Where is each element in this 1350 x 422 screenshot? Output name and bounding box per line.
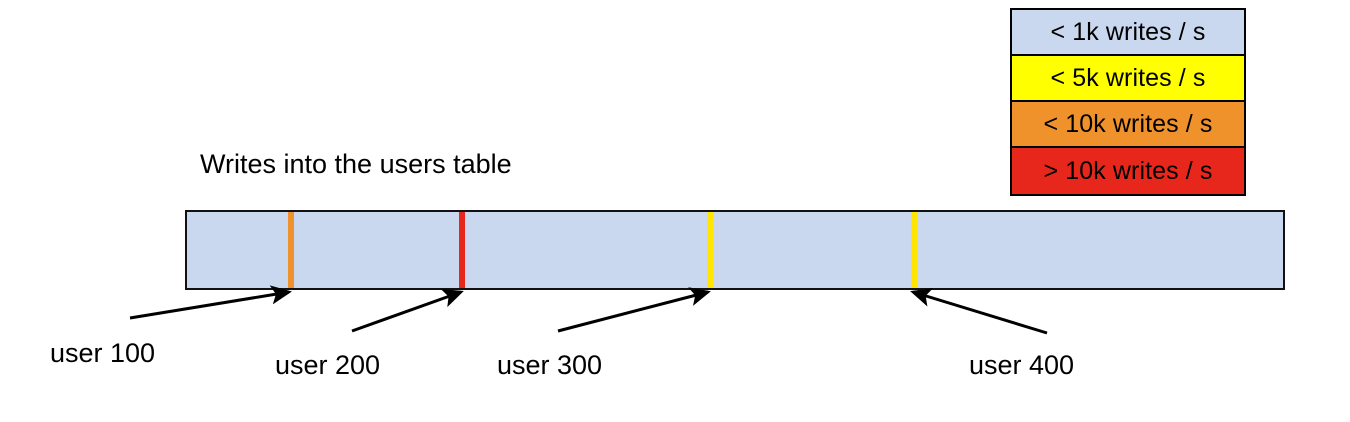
keyspace-bar xyxy=(185,210,1285,290)
legend-row-gt-10k: > 10k writes / s xyxy=(1012,148,1244,194)
user-100-stripe xyxy=(288,212,294,288)
legend-label: < 10k writes / s xyxy=(1043,109,1213,138)
annotation-label-user-200: user 200 xyxy=(275,350,381,380)
legend-label: < 1k writes / s xyxy=(1050,17,1206,46)
user-400-stripe xyxy=(911,212,917,288)
annotation-label-user-100: user 100 xyxy=(50,338,156,368)
user-200-stripe xyxy=(459,212,465,288)
legend-label: > 10k writes / s xyxy=(1043,156,1213,185)
annotation-label-user-400: user 400 xyxy=(969,350,1075,380)
legend-row-lt-10k: < 10k writes / s xyxy=(1012,102,1244,148)
legend-row-lt-5k: < 5k writes / s xyxy=(1012,56,1244,102)
legend: < 1k writes / s < 5k writes / s < 10k wr… xyxy=(1010,8,1246,196)
legend-row-lt-1k: < 1k writes / s xyxy=(1012,10,1244,56)
legend-label: < 5k writes / s xyxy=(1050,63,1206,92)
chart-title: Writes into the users table xyxy=(200,149,512,179)
annotation-label-user-300: user 300 xyxy=(497,350,603,380)
user-300-stripe xyxy=(707,212,713,288)
